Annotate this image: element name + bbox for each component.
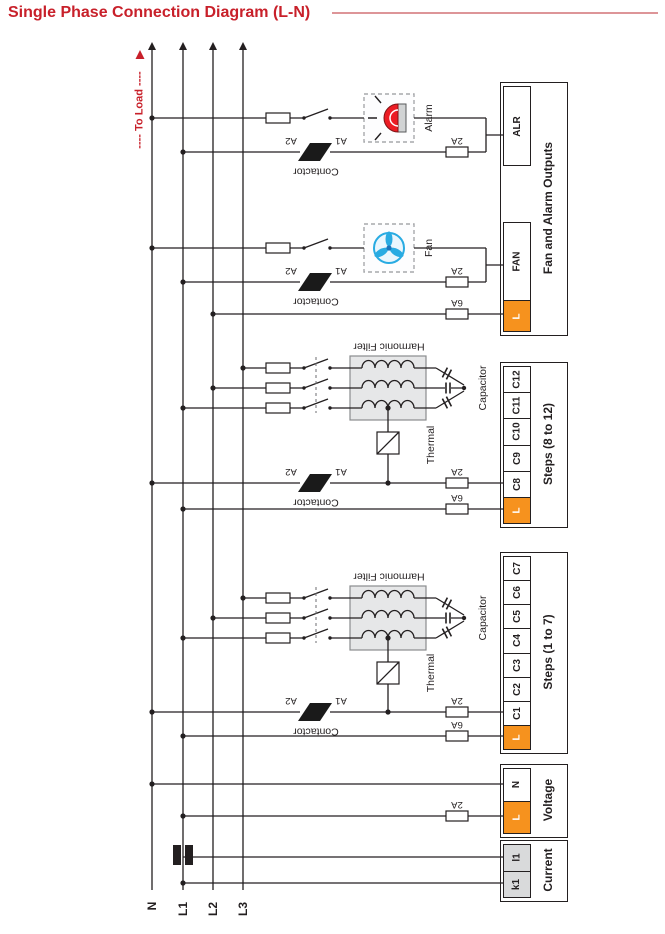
steps-1-7-terminal-block: C7 C6 C5 C4 C3 C2 C1 L xyxy=(503,556,531,750)
fan-terminal-block: FAN L xyxy=(503,222,531,332)
capacitor-plates-icon xyxy=(441,597,453,639)
terminal-cell-c4: C4 xyxy=(504,629,530,654)
contactor-label: Contactor xyxy=(293,165,339,178)
steps-8-12-group-label: Steps (8 to 12) xyxy=(541,402,555,486)
load-arrow-icons xyxy=(148,42,247,50)
capacitor-plates-icon xyxy=(441,367,453,409)
contact-switch-icon xyxy=(303,108,329,119)
harmonic-filter-label: Harmonic Filter xyxy=(353,340,425,353)
voltage-circuit xyxy=(152,783,503,817)
terminal-cell-c9: C9 xyxy=(504,445,530,472)
thermal-label: Thermal xyxy=(424,653,437,693)
voltage-group-label: Voltage xyxy=(541,778,555,822)
terminal-cell-n: N xyxy=(504,769,530,802)
outputs-group-label: Fan and Alarm Outputs xyxy=(541,141,555,275)
terminal-cell-c2: C2 xyxy=(504,677,530,702)
page-title: Single Phase Connection Diagram (L-N) xyxy=(8,4,311,21)
alarm-label: Alarm xyxy=(422,104,435,132)
steps-1-7-terminal-group xyxy=(500,552,568,754)
bus-label-l2: L2 xyxy=(206,901,220,917)
terminal-cell-c7: C7 xyxy=(504,557,530,582)
alr-terminal-block: ALR xyxy=(503,86,531,166)
contactor-label: Contactor xyxy=(293,295,339,308)
terminal-cell-c5: C5 xyxy=(504,605,530,630)
fuse-6a-label: 6A xyxy=(451,491,463,503)
bus-label-l3: L3 xyxy=(236,901,250,917)
fuse-2a-label: 2A xyxy=(451,134,463,146)
fan-icon xyxy=(373,231,405,264)
thermal-symbol xyxy=(376,661,400,685)
junction-dots xyxy=(149,115,467,886)
fuse-6a-label: 6A xyxy=(451,718,463,730)
terminal-cell-fan: FAN xyxy=(504,223,530,301)
fan-circuit xyxy=(152,238,503,315)
terminal-cell-c10: C10 xyxy=(504,419,530,446)
coil-a2-label: A2 xyxy=(285,134,297,146)
current-terminal-group xyxy=(500,840,568,902)
thermal-symbol xyxy=(376,431,400,455)
capacitor-label: Capacitor xyxy=(476,365,489,411)
voltage-terminal-block: N L xyxy=(503,768,531,834)
bus-label-n: N xyxy=(145,901,159,911)
capacitor-label: Capacitor xyxy=(476,595,489,641)
current-group-label: Current xyxy=(541,848,555,892)
coil-a1-label: A1 xyxy=(335,694,347,706)
terminal-cell-l1-ct: l1 xyxy=(504,845,530,872)
contactor-coil-icons xyxy=(298,143,332,721)
fuse-2a-label: 2A xyxy=(451,694,463,706)
terminal-cell-c6: C6 xyxy=(504,581,530,606)
terminal-cell-c11: C11 xyxy=(504,393,530,420)
current-transformer-icon xyxy=(173,845,193,865)
thermal-label: Thermal xyxy=(424,425,437,465)
terminal-cell-c8: C8 xyxy=(504,471,530,498)
terminal-cell-l: L xyxy=(504,801,530,833)
coil-a2-label: A2 xyxy=(285,465,297,477)
fan-label: Fan xyxy=(422,238,435,258)
alarm-circuit xyxy=(152,108,503,153)
steps-1-7-circuit xyxy=(152,587,503,737)
voltage-terminal-group xyxy=(500,764,568,838)
to-load-label: ---- To Load ---- xyxy=(133,71,146,149)
fuse-icons xyxy=(265,112,469,822)
steps-8-12-terminal-block: C12 C11 C10 C9 C8 L xyxy=(503,366,531,524)
alarm-icon xyxy=(368,95,407,141)
fuse-2a-label: 2A xyxy=(451,264,463,276)
coil-a2-label: A2 xyxy=(285,694,297,706)
terminal-cell-l: L xyxy=(504,301,530,331)
terminal-cell-k1-ct: k1 xyxy=(504,871,530,897)
terminal-cell-c1: C1 xyxy=(504,701,530,726)
to-load-arrow-icon xyxy=(135,50,145,59)
steps-8-12-terminal-group xyxy=(500,362,568,528)
harmonic-filter-label: Harmonic Filter xyxy=(353,570,425,583)
steps-1-7-group-label: Steps (1 to 7) xyxy=(541,614,555,690)
coil-a2-label: A2 xyxy=(285,264,297,276)
contact-switch-icon xyxy=(303,238,329,249)
fuse-6a-label: 6A xyxy=(451,296,463,308)
bus-lines xyxy=(151,50,244,890)
outputs-terminal-group xyxy=(500,82,568,336)
terminal-cell-alr: ALR xyxy=(504,87,530,165)
bus-label-l1: L1 xyxy=(176,901,190,917)
contactor-label: Contactor xyxy=(293,725,339,738)
current-circuit xyxy=(183,856,503,884)
coil-a1-label: A1 xyxy=(335,134,347,146)
fuse-2a-label: 2A xyxy=(451,465,463,477)
fuse-2a-label: 2A xyxy=(451,798,463,810)
terminal-cell-l: L xyxy=(504,725,530,749)
title-rule xyxy=(332,12,658,14)
current-terminal-block: l1 k1 xyxy=(503,844,531,898)
terminal-cell-c3: C3 xyxy=(504,653,530,678)
contactor-label: Contactor xyxy=(293,496,339,509)
terminal-cell-l: L xyxy=(504,497,530,524)
coil-a1-label: A1 xyxy=(335,465,347,477)
coil-a1-label: A1 xyxy=(335,264,347,276)
terminal-cell-c12: C12 xyxy=(504,367,530,394)
